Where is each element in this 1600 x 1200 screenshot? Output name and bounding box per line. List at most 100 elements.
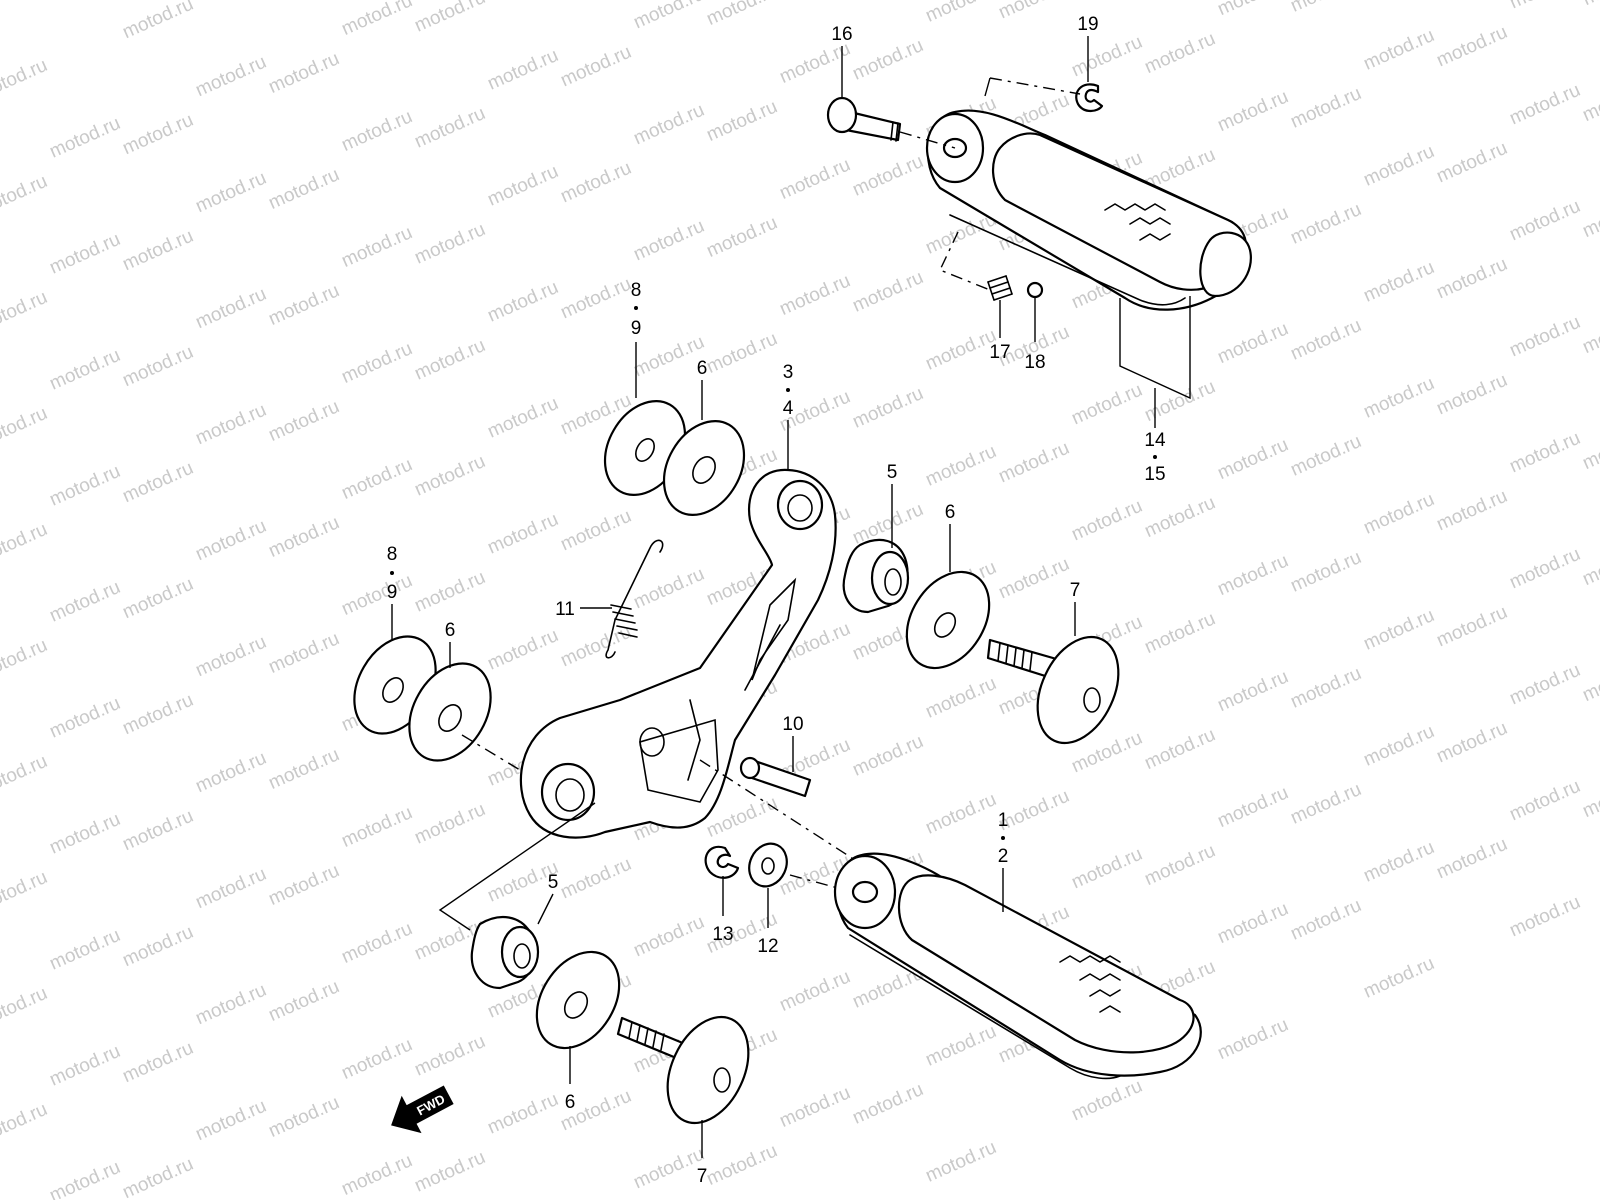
watermark-text: motod.ru bbox=[630, 216, 707, 266]
watermark-text: motod.ru bbox=[0, 287, 51, 337]
callout-6-left: 6 bbox=[445, 620, 456, 641]
watermark-text: motod.ru bbox=[0, 171, 51, 221]
watermark-text: motod.ru bbox=[1214, 898, 1291, 948]
watermark-text: motod.ru bbox=[265, 1092, 342, 1142]
watermark-text: motod.ru bbox=[1287, 83, 1364, 133]
watermark-text: motod.ru bbox=[1214, 434, 1291, 484]
watermark-text: motod.ru bbox=[338, 570, 415, 620]
watermark-text: motod.ru bbox=[1579, 76, 1600, 126]
watermark-text: motod.ru bbox=[1141, 724, 1218, 774]
watermark-text: motod.ru bbox=[1287, 547, 1364, 597]
watermark-text: motod.ru bbox=[338, 802, 415, 852]
watermark-text: motod.ru bbox=[484, 625, 561, 675]
detent-spring-17 bbox=[987, 275, 1013, 301]
fwd-arrow-icon: FWD bbox=[391, 1085, 454, 1134]
watermark-text: motod.ru bbox=[922, 1137, 999, 1187]
watermark-text: motod.ru bbox=[1214, 0, 1291, 20]
watermark-text: motod.ru bbox=[46, 461, 123, 511]
watermark-text: motod.ru bbox=[557, 622, 634, 672]
watermark-text: motod.ru bbox=[1579, 424, 1600, 474]
watermark-text: motod.ru bbox=[411, 335, 488, 385]
watermark-text: motod.ru bbox=[1506, 428, 1583, 478]
watermark-text: motod.ru bbox=[1360, 373, 1437, 423]
watermark-text: motod.ru bbox=[1433, 254, 1510, 304]
watermark-text: motod.ru bbox=[849, 35, 926, 85]
bush-5-right bbox=[842, 538, 910, 614]
watermark-text: motod.ru bbox=[922, 441, 999, 491]
watermark-text: motod.ru bbox=[338, 918, 415, 968]
lower-footpeg bbox=[833, 852, 1202, 1080]
watermark-text: motod.ru bbox=[1360, 25, 1437, 75]
watermark-text: motod.ru bbox=[119, 922, 196, 972]
watermark-text: motod.ru bbox=[119, 574, 196, 624]
watermark-text: motod.ru bbox=[995, 0, 1072, 23]
watermark-text: motod.ru bbox=[1068, 380, 1145, 430]
spring-11 bbox=[605, 539, 664, 659]
watermark-text: motod.ru bbox=[46, 809, 123, 859]
watermark-text: motod.ru bbox=[0, 519, 51, 569]
watermark-text: motod.ru bbox=[192, 52, 269, 102]
callout-13: 13 bbox=[712, 924, 733, 945]
watermark-text: motod.ru bbox=[0, 983, 51, 1033]
detent-ball-18 bbox=[1026, 281, 1044, 299]
callout-3: 3 bbox=[783, 362, 794, 383]
watermark-text: motod.ru bbox=[192, 632, 269, 682]
watermark-text: motod.ru bbox=[1287, 663, 1364, 713]
watermark-text: motod.ru bbox=[119, 458, 196, 508]
watermark-text: motod.ru bbox=[484, 161, 561, 211]
watermark-text: motod.ru bbox=[265, 744, 342, 794]
watermark-text: motod.ru bbox=[1141, 492, 1218, 542]
watermark-text: motod.ru bbox=[1579, 192, 1600, 242]
watermark-text: motod.ru bbox=[1506, 196, 1583, 246]
watermark-text: motod.ru bbox=[1433, 22, 1510, 72]
watermark-text: motod.ru bbox=[46, 113, 123, 163]
watermark-text: motod.ru bbox=[776, 154, 853, 204]
watermark-text: motod.ru bbox=[1579, 540, 1600, 590]
watermark-text: motod.ru bbox=[411, 103, 488, 153]
watermark-text: motod.ru bbox=[1579, 656, 1600, 706]
bolt-7-lower bbox=[616, 1015, 750, 1125]
watermark-text: motod.ru bbox=[849, 1079, 926, 1129]
watermark-text: motod.ru bbox=[1360, 837, 1437, 887]
watermark-text: motod.ru bbox=[411, 567, 488, 617]
callout-18: 18 bbox=[1024, 352, 1045, 373]
watermark-text: motod.ru bbox=[46, 693, 123, 743]
watermark-text: motod.ru bbox=[557, 42, 634, 92]
clip-19 bbox=[1075, 83, 1104, 113]
watermark-text: motod.ru bbox=[1360, 721, 1437, 771]
callout-6-upper: 6 bbox=[697, 358, 708, 379]
watermark-text: motod.ru bbox=[1287, 199, 1364, 249]
watermark-text: motod.ru bbox=[46, 229, 123, 279]
watermark-text: motod.ru bbox=[0, 403, 51, 453]
watermark-text: motod.ru bbox=[338, 1150, 415, 1200]
callout-9-upper: 9 bbox=[631, 318, 642, 339]
watermark-text: motod.ru bbox=[411, 219, 488, 269]
watermark-text: motod.ru bbox=[1141, 608, 1218, 658]
watermark-text: motod.ru bbox=[1360, 605, 1437, 655]
watermark-text: motod.ru bbox=[922, 673, 999, 723]
watermark-text: motod.ru bbox=[484, 45, 561, 95]
watermark-text: motod.ru bbox=[46, 1041, 123, 1091]
watermark-text: motod.ru bbox=[0, 635, 51, 685]
watermark-text: motod.ru bbox=[1287, 779, 1364, 829]
watermark-text: motod.ru bbox=[703, 0, 780, 30]
clip-13 bbox=[704, 845, 740, 879]
watermark-text: motod.ru bbox=[1506, 892, 1583, 942]
watermark-text: motod.ru bbox=[338, 106, 415, 156]
watermark-text: motod.ru bbox=[192, 748, 269, 798]
callout-7-right: 7 bbox=[1070, 580, 1081, 601]
watermark-text: motod.ru bbox=[1214, 318, 1291, 368]
watermark-text: motod.ru bbox=[1214, 782, 1291, 832]
watermark-text: motod.ru bbox=[1579, 308, 1600, 358]
watermark-text: motod.ru bbox=[849, 151, 926, 201]
watermark-text: motod.ru bbox=[119, 342, 196, 392]
callout-16: 16 bbox=[831, 24, 852, 45]
watermark-text: motod.ru bbox=[265, 976, 342, 1026]
watermark-text: motod.ru bbox=[1141, 840, 1218, 890]
watermark-text: motod.ru bbox=[703, 328, 780, 378]
watermark-text: motod.ru bbox=[192, 284, 269, 334]
watermark-text: motod.ru bbox=[411, 1147, 488, 1197]
watermark-text: motod.ru bbox=[703, 1140, 780, 1190]
watermark-text: motod.ru bbox=[922, 789, 999, 839]
watermark-text: motod.ru bbox=[776, 1082, 853, 1132]
